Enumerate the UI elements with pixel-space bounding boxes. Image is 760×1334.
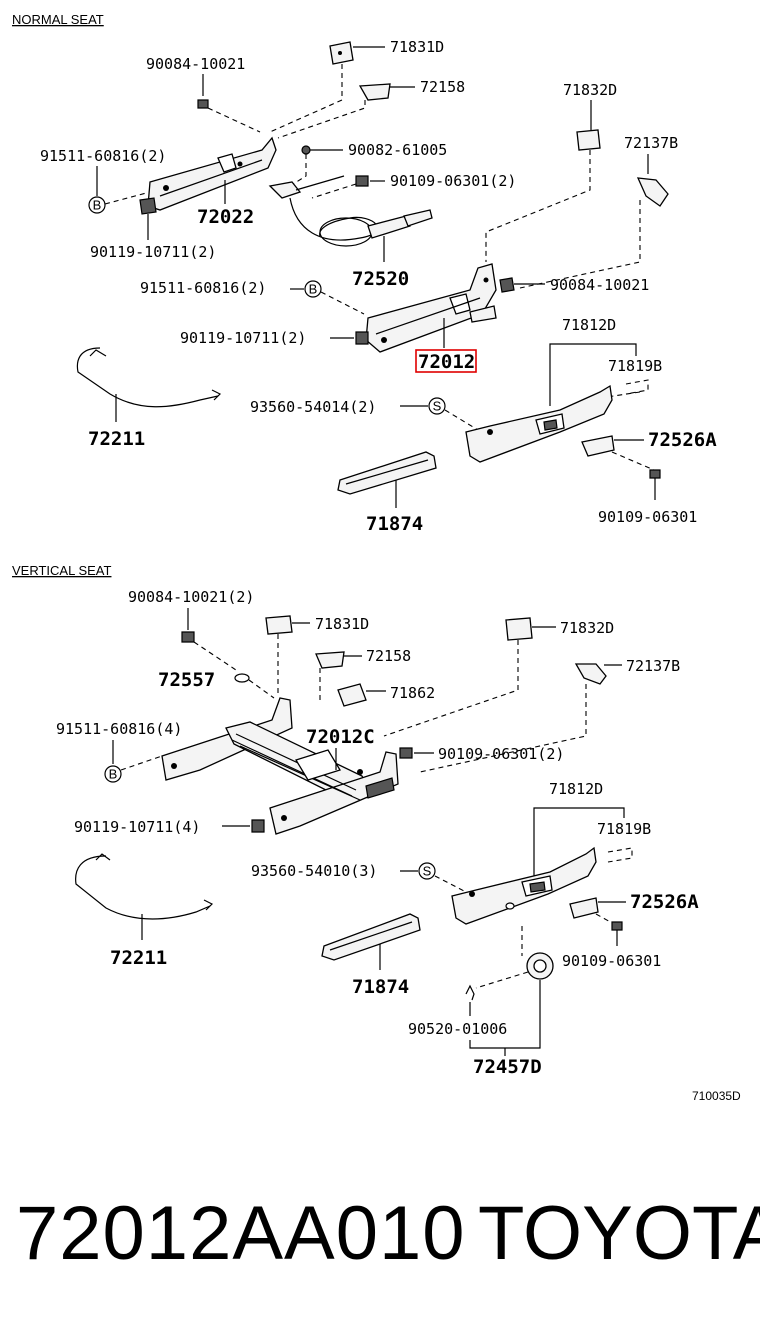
part-71832D-normal	[576, 129, 601, 151]
label-90109-06301-vertical: 90109-06301	[562, 952, 661, 970]
washer-72557	[234, 673, 250, 683]
part-72137B-vertical	[574, 663, 607, 685]
diagram-ref-code: 710035D	[692, 1089, 741, 1103]
label-71831D-vertical: 71831D	[315, 615, 369, 633]
part-71874-normal	[337, 451, 437, 495]
part-72022-seat-track	[147, 136, 277, 211]
part-71819B-vertical	[607, 847, 633, 863]
label-90109-06301-2-normal: 90109-06301(2)	[390, 172, 516, 190]
label-91511-60816-vertical: 91511-60816(4)	[56, 720, 182, 738]
bolt-90084-normal	[197, 99, 209, 109]
bolt-90084-vertical	[181, 631, 195, 643]
label-90520-01006: 90520-01006	[408, 1020, 507, 1038]
label-72526A-vertical: 72526A	[630, 891, 699, 913]
part-71874-vertical	[321, 913, 421, 961]
label-91511-60816-normal-b: 91511-60816(2)	[140, 279, 266, 297]
footer-brand: TOYOTA	[478, 1191, 760, 1276]
label-90082-61005-normal: 90082-61005	[348, 141, 447, 159]
label-71819B-normal: 71819B	[608, 357, 662, 375]
label-90109-06301-2-vertical: 90109-06301(2)	[438, 745, 564, 763]
part-71831D-normal	[329, 41, 354, 65]
part-71832D-vertical	[505, 617, 533, 641]
part-72137B-normal	[636, 177, 669, 207]
marker-b-normal-1-label: B	[93, 198, 102, 213]
part-71831D-vertical	[265, 615, 293, 635]
marker-s-vertical-label: S	[423, 864, 432, 879]
bolt-90109-vertical-a	[399, 747, 413, 759]
marker-b-vertical-label: B	[109, 767, 118, 782]
label-90084-10021-vertical: 90084-10021(2)	[128, 588, 254, 606]
part-72520-cable	[268, 175, 433, 247]
label-72211-normal: 72211	[88, 428, 145, 450]
marker-b-vertical	[104, 765, 122, 783]
part-72158-normal	[358, 83, 391, 101]
part-72526A-normal	[581, 435, 615, 457]
label-72211-vertical: 72211	[110, 947, 167, 969]
label-71832D-vertical: 71832D	[560, 619, 614, 637]
marker-b-normal-2-label: B	[309, 282, 318, 297]
part-72526A-vertical	[569, 897, 599, 919]
bolt-90109-normal-a	[355, 175, 369, 187]
bolt-90119-normal	[139, 197, 157, 215]
part-71812D-cover-normal	[465, 384, 613, 463]
label-72137B-vertical: 72137B	[626, 657, 680, 675]
label-71819B-vertical: 71819B	[597, 820, 651, 838]
section-title-vertical-seat: VERTICAL SEAT	[12, 563, 112, 578]
bolt-90119-vertical	[251, 819, 265, 833]
label-71812D-vertical: 71812D	[549, 780, 603, 798]
marker-s-normal-label: S	[433, 399, 442, 414]
label-91511-60816-normal: 91511-60816(2)	[40, 147, 166, 165]
label-72012C-vertical: 72012C	[306, 726, 375, 748]
part-72211-wire-vertical	[75, 853, 214, 920]
label-71832D-normal: 71832D	[563, 81, 617, 99]
label-72137B-normal: 72137B	[624, 134, 678, 152]
bolt-90119-normal-b	[355, 331, 369, 345]
part-72012-seat-track	[365, 263, 497, 353]
label-72158-normal: 72158	[420, 78, 465, 96]
label-71874-normal: 71874	[366, 513, 423, 535]
section-title-normal-seat: NORMAL SEAT	[12, 12, 104, 27]
label-72557-vertical: 72557	[158, 669, 215, 691]
label-93560-54010-vertical: 93560-54010(3)	[251, 862, 377, 880]
bolt-90084-normal-b	[499, 277, 515, 293]
label-71831D-normal: 71831D	[390, 38, 444, 56]
bolt-90109-normal-b	[649, 469, 661, 500]
label-72022-normal: 72022	[197, 206, 254, 228]
footer-part-number: 72012AA010	[16, 1191, 466, 1276]
marker-s-vertical	[418, 862, 436, 880]
label-71812D-normal: 71812D	[562, 316, 616, 334]
part-72457D-knob	[526, 952, 554, 980]
label-72457D: 72457D	[473, 1056, 542, 1078]
label-72158-vertical: 72158	[366, 647, 411, 665]
highlight-72012	[415, 349, 477, 373]
label-90084-10021-normal: 90084-10021	[146, 55, 245, 73]
clip-90520	[465, 984, 475, 1001]
label-90084-10021-normal-b: 90084-10021	[550, 276, 649, 294]
part-71862-vertical	[337, 683, 367, 707]
label-90119-10711-normal: 90119-10711(2)	[90, 243, 216, 261]
label-71874-vertical: 71874	[352, 976, 409, 998]
part-72012C-seat-frame	[161, 697, 399, 835]
label-90109-06301-normal: 90109-06301	[598, 508, 697, 526]
part-71812D-cover-vertical	[451, 846, 597, 925]
part-72158-vertical	[315, 651, 345, 669]
label-93560-54014-normal: 93560-54014(2)	[250, 398, 376, 416]
label-72520-normal: 72520	[352, 268, 409, 290]
label-72012-normal: 72012	[418, 351, 475, 373]
label-72526A-normal: 72526A	[648, 429, 717, 451]
part-71819B-normal	[625, 379, 649, 395]
marker-s-normal	[428, 397, 446, 415]
label-90119-10711-vertical: 90119-10711(4)	[74, 818, 200, 836]
label-90119-10711-normal-b: 90119-10711(2)	[180, 329, 306, 347]
part-72211-wire-normal	[76, 347, 222, 408]
label-71862-vertical: 71862	[390, 684, 435, 702]
clip-90082-normal	[301, 145, 311, 155]
bolt-90109-vertical-b	[611, 921, 623, 946]
marker-b-normal-2	[304, 280, 322, 298]
marker-b-normal-1	[88, 196, 106, 214]
